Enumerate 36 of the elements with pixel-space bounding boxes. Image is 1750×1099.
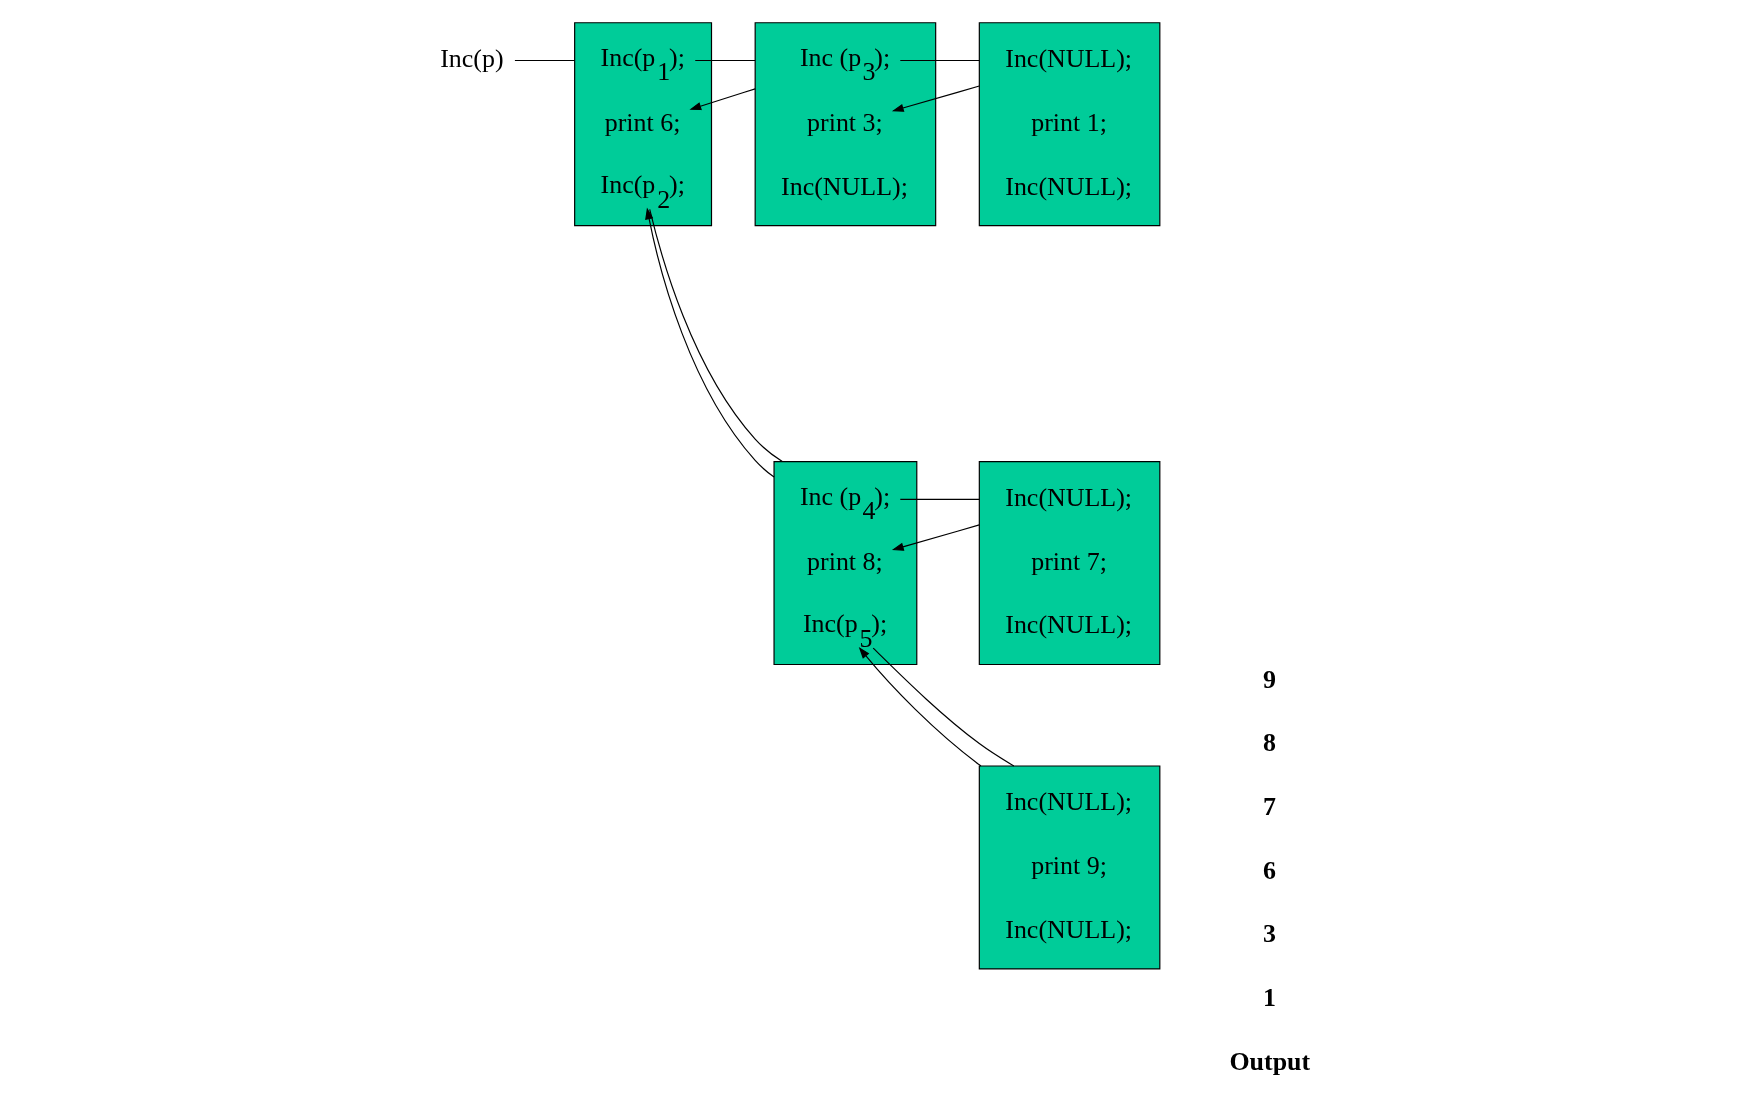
node-text: print 1;: [1030, 107, 1107, 137]
connector: [899, 59, 980, 62]
node-text: Inc(NULL);: [1004, 171, 1132, 201]
node-text: Inc(NULL);: [780, 171, 908, 201]
connector: [899, 498, 980, 500]
node-text: Inc(NULL);: [1004, 482, 1132, 512]
label: 7: [1262, 792, 1276, 822]
arrow: [891, 524, 980, 551]
node-text: Inc(p): [439, 44, 504, 74]
cluster: [978, 461, 1160, 666]
node-text: Inc(NULL);: [1004, 914, 1132, 944]
node-text: print 7;: [1030, 546, 1107, 576]
node-text: print 9;: [1030, 851, 1107, 881]
connector: [872, 647, 1014, 767]
cluster: [573, 22, 712, 227]
node-text: print 6;: [604, 107, 680, 137]
label: 6: [1262, 855, 1276, 885]
arrow: [858, 646, 982, 767]
arrow: [891, 85, 980, 112]
node-text: Inc(NULL);: [1004, 610, 1132, 640]
node-text: print 3;: [806, 107, 883, 137]
node-text: Inc(NULL);: [1004, 44, 1132, 74]
arrow: [688, 88, 756, 111]
node-text: print 8;: [806, 546, 883, 576]
connector: [513, 59, 575, 62]
label: Output: [1228, 1046, 1310, 1076]
cluster: [772, 461, 917, 666]
cluster: [978, 22, 1160, 227]
label: 8: [1262, 728, 1276, 758]
node-text: Inc(NULL);: [1004, 787, 1132, 817]
label: 1: [1262, 983, 1276, 1013]
connector: [694, 59, 756, 62]
label: 9: [1262, 664, 1276, 694]
label: 3: [1262, 919, 1276, 949]
cluster: [978, 765, 1160, 970]
cluster: [754, 22, 936, 227]
